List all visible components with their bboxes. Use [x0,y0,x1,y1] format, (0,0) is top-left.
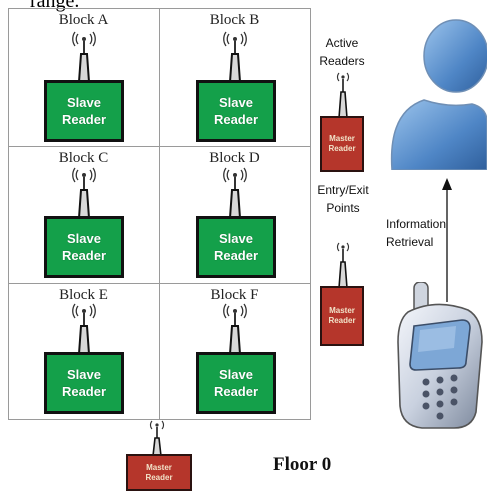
block-f-label: Block F [210,287,259,303]
entry-exit-label: Entry/Exit Points [308,181,378,217]
master-reader-line1: Master [329,306,355,315]
arrow-up-icon [442,178,452,302]
information-retrieval-line1: Information [386,217,447,231]
slave-reader-line2: Reader [61,112,107,127]
block-a-label: Block A [58,12,109,28]
floor-label: Floor 0 [273,454,332,475]
active-readers-line1: Active [325,36,359,50]
slave-reader-line1: Slave [219,231,253,246]
slave-reader-line2: Reader [61,384,107,399]
antenna-icon [72,31,96,82]
block-c-label: Block C [58,150,109,166]
antenna-icon [223,167,247,218]
antenna-icon [336,72,350,118]
slave-reader-line1: Slave [67,231,101,246]
grid-divider-horizontal [8,146,311,147]
slave-reader-line1: Slave [219,367,253,382]
grid-divider-horizontal [8,283,311,284]
slave-reader-line2: Reader [213,384,259,399]
master-reader-line1: Master [329,134,355,143]
slave-reader-line2: Reader [61,248,107,263]
grid-divider-vertical [159,8,160,420]
active-readers-line2: Readers [319,54,365,68]
block-d-label: Block D [209,150,260,166]
block-e-label: Block E [59,287,108,303]
antenna-icon [149,420,165,456]
slave-reader-line2: Reader [213,112,259,127]
active-readers-label: Active Readers [310,34,374,70]
entry-exit-line1: Entry/Exit [317,183,369,197]
information-retrieval-line2: Retrieval [386,235,434,249]
master-reader-line2: Reader [328,316,356,325]
entry-exit-line2: Points [326,201,360,215]
antenna-icon [72,303,96,354]
antenna-icon [336,242,350,288]
slave-reader-line2: Reader [213,248,259,263]
top-cut-text: range. [30,0,80,12]
slave-reader-line1: Slave [219,95,253,110]
antenna-icon [223,303,247,354]
master-reader-line2: Reader [328,144,356,153]
block-b-label: Block B [209,12,260,28]
master-reader-line2: Reader [145,472,173,482]
master-reader-line1: Master [146,462,172,472]
person-icon [390,19,487,170]
slave-reader-line1: Slave [67,367,101,382]
slave-reader-line1: Slave [67,95,101,110]
information-retrieval-label: Information Retrieval [386,215,446,251]
antenna-icon [72,167,96,218]
mobile-phone-icon [397,282,483,429]
antenna-icon [223,31,247,82]
